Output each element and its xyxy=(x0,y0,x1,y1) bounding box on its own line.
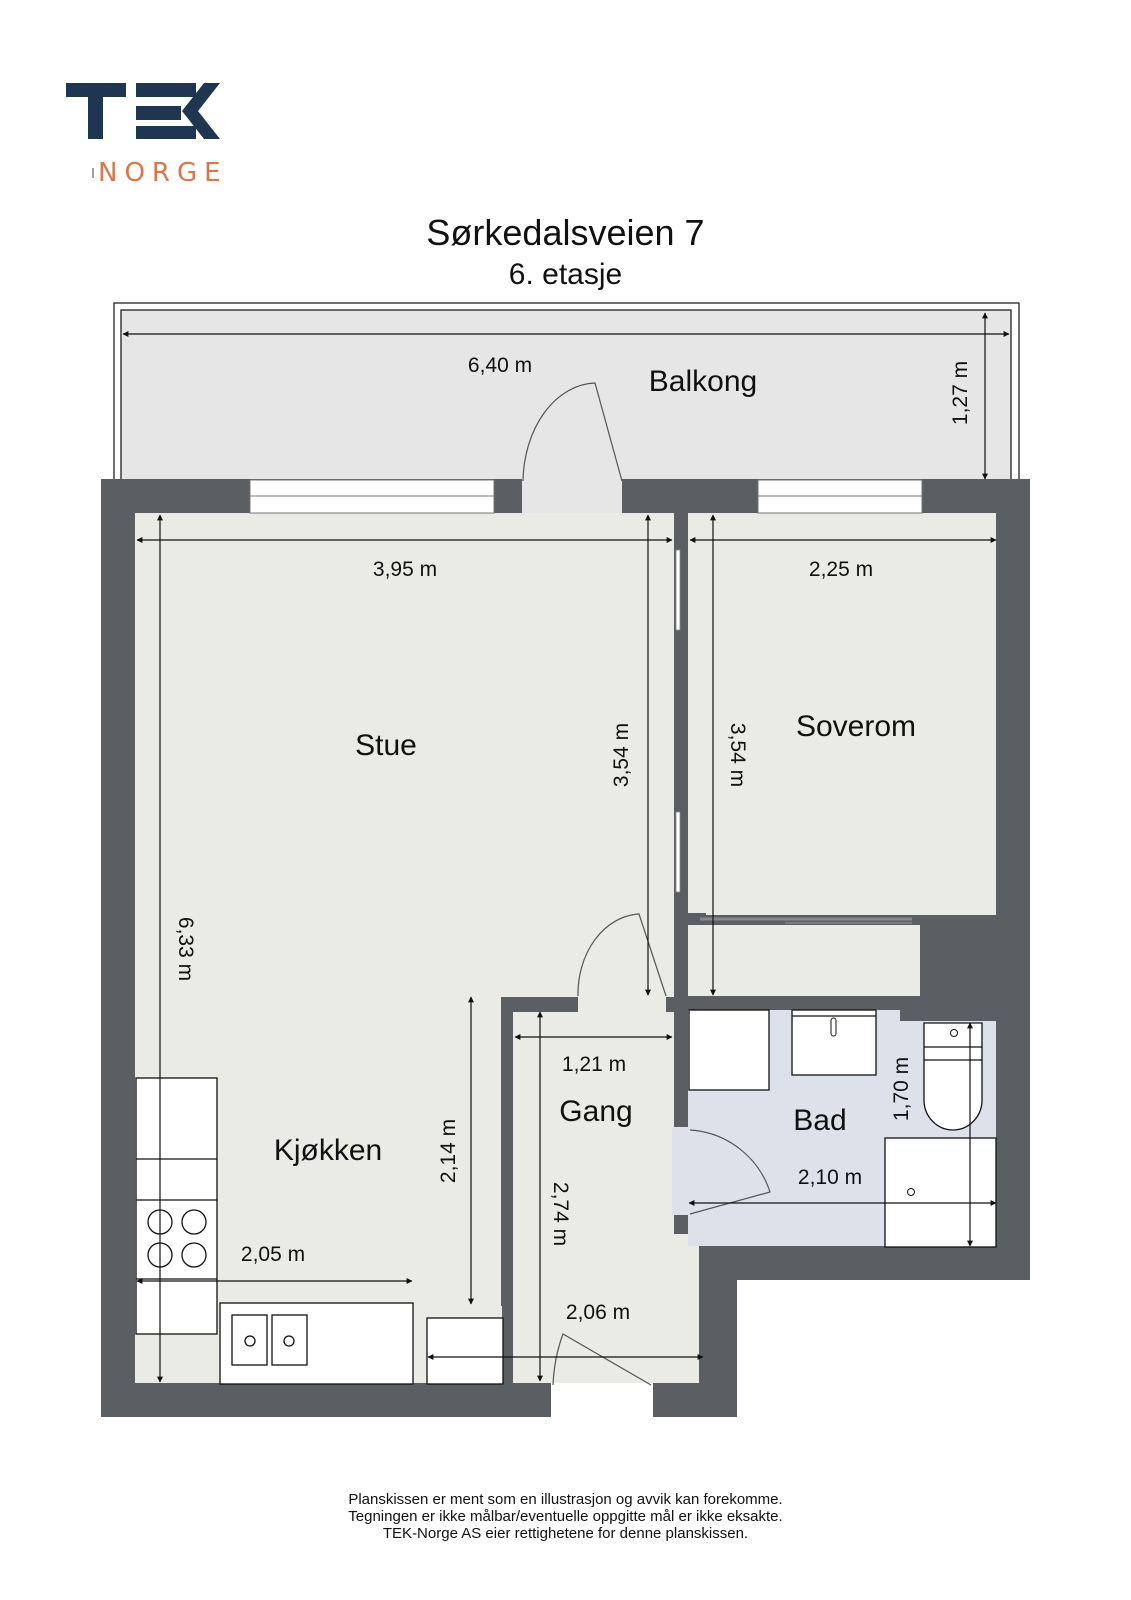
room-label-gang: Gang xyxy=(559,1095,632,1128)
dim-soverom-width: 2,25 m xyxy=(809,558,873,581)
room-label-balkong: Balkong xyxy=(649,365,757,398)
room-label-bad: Bad xyxy=(793,1104,846,1137)
disclaimer: Planskissen er ment som en illustrasjon … xyxy=(0,1491,1131,1542)
dim-entry-width: 2,06 m xyxy=(566,1301,630,1324)
logo-separator xyxy=(92,162,94,184)
balcony-door xyxy=(522,382,623,482)
stove-burner xyxy=(181,1242,207,1268)
dim-soverom-height: 3,54 m xyxy=(726,723,749,787)
washing-machine xyxy=(688,1009,770,1091)
shower xyxy=(884,1137,997,1248)
dim-stue-width: 3,95 m xyxy=(373,558,437,581)
floor-label: 6. etasje xyxy=(508,258,623,291)
dim-kjokken-height: 2,14 m xyxy=(437,1119,460,1183)
hall-door xyxy=(577,913,667,997)
disclaimer-line: TEK-Norge AS eier rettighetene for denne… xyxy=(382,1525,749,1542)
room-label-stue: Stue xyxy=(355,729,417,762)
dim-bad-height: 1,70 m xyxy=(890,1057,913,1121)
toilet xyxy=(923,1022,983,1131)
room-labels: Balkong Stue Soverom Kjøkken Gang Bad xyxy=(274,365,916,1167)
dim-kjokken-width: 2,05 m xyxy=(241,1243,305,1266)
fixtures xyxy=(135,1009,997,1385)
room-label-kjokken: Kjøkken xyxy=(274,1134,382,1167)
room-label-soverom: Soverom xyxy=(796,710,916,743)
kitchen-cabinets xyxy=(135,1077,218,1335)
partition-wall xyxy=(674,513,996,1012)
tek-norge-logo: NORGE xyxy=(64,80,244,190)
disclaimer-line: Planskissen er ment som en illustrasjon … xyxy=(348,1491,783,1508)
logo-brand-bottom: NORGE xyxy=(98,158,228,188)
tek-logo-mark xyxy=(66,83,220,139)
floor-areas xyxy=(135,479,996,1419)
dim-balkong-depth: 1,27 m xyxy=(949,361,972,425)
dimension-lines xyxy=(122,312,1010,1383)
stove-burner xyxy=(181,1209,207,1235)
bath-door xyxy=(689,1129,771,1215)
dim-stue-height: 3,54 m xyxy=(610,723,633,787)
dimension-labels: 6,40 m 1,27 m 3,95 m 3,54 m 2,25 m 3,54 … xyxy=(174,354,972,1324)
dim-bad-width: 2,10 m xyxy=(798,1166,862,1189)
property-address: Sørkedalsveien 7 xyxy=(426,212,705,253)
dim-balkong-width: 6,40 m xyxy=(468,354,532,377)
windows xyxy=(249,479,923,514)
hall-cabinet xyxy=(426,1317,504,1385)
dim-total-height: 6,33 m xyxy=(174,917,197,981)
dim-gang-width: 1,21 m xyxy=(562,1053,626,1076)
disclaimer-line: Tegningen er ikke målbar/eventuelle oppg… xyxy=(348,1508,783,1525)
dim-gang-height: 2,74 m xyxy=(549,1182,572,1246)
